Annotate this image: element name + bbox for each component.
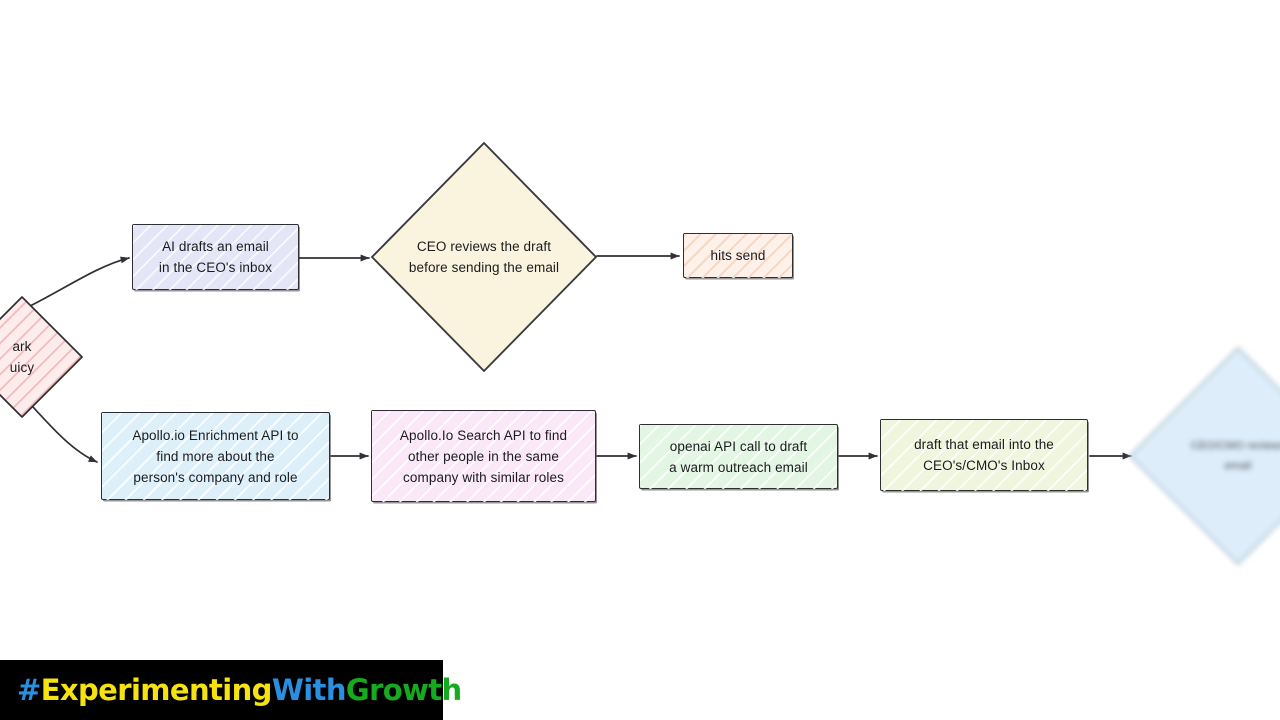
- hashtag-banner: #ExperimentingWithGrowth: [0, 660, 462, 720]
- hashtag-word-with: With: [271, 673, 347, 707]
- node-apollo-enrichment[interactable]: Apollo.io Enrichment API to find more ab…: [101, 412, 330, 501]
- node-ceo-reviews-shape: [371, 142, 597, 372]
- node-decision-left[interactable]: ark uicy: [0, 297, 84, 417]
- hashtag-word-experimenting: Experimenting: [40, 673, 273, 707]
- node-decision-left-label: ark uicy: [9, 339, 35, 375]
- node-draft-into-inbox[interactable]: draft that email into the CEO's/CMO's In…: [880, 419, 1088, 492]
- hashtag-text: #ExperimentingWithGrowth: [0, 673, 462, 707]
- edge-decision-to-ai-drafts: [23, 256, 130, 310]
- node-hits-send[interactable]: hits send: [683, 233, 793, 279]
- node-ceo-reviews-draft[interactable]: CEO reviews the draft before sending the…: [372, 143, 596, 371]
- node-ceo-reviews-draft-label: CEO reviews the draft before sending the…: [408, 239, 560, 275]
- node-ai-drafts-email[interactable]: AI drafts an email in the CEO's inbox: [132, 224, 299, 291]
- node-apollo-search-label: Apollo.Io Search API to find other peopl…: [399, 427, 568, 485]
- node-openai-draft-label: openai API call to draft a warm outreach…: [669, 438, 808, 475]
- node-ceo-cmo-reviews-shape: [1129, 347, 1280, 565]
- node-openai-draft[interactable]: openai API call to draft a warm outreach…: [639, 424, 838, 490]
- node-hits-send-label: hits send: [710, 248, 766, 263]
- node-ceo-cmo-reviews-label: CEO/CMO reviews email: [1190, 440, 1280, 472]
- node-ceo-cmo-reviews[interactable]: CEO/CMO reviews email: [1130, 348, 1280, 564]
- node-apollo-enrichment-label: Apollo.io Enrichment API to find more ab…: [132, 427, 299, 485]
- node-ai-drafts-email-label: AI drafts an email in the CEO's inbox: [158, 239, 273, 275]
- hashtag-word-growth: Growth: [345, 673, 462, 707]
- hashtag-symbol: #: [17, 673, 41, 707]
- node-decision-left-shape: [0, 296, 83, 418]
- node-apollo-search[interactable]: Apollo.Io Search API to find other peopl…: [371, 410, 596, 503]
- node-draft-into-inbox-label: draft that email into the CEO's/CMO's In…: [914, 437, 1054, 473]
